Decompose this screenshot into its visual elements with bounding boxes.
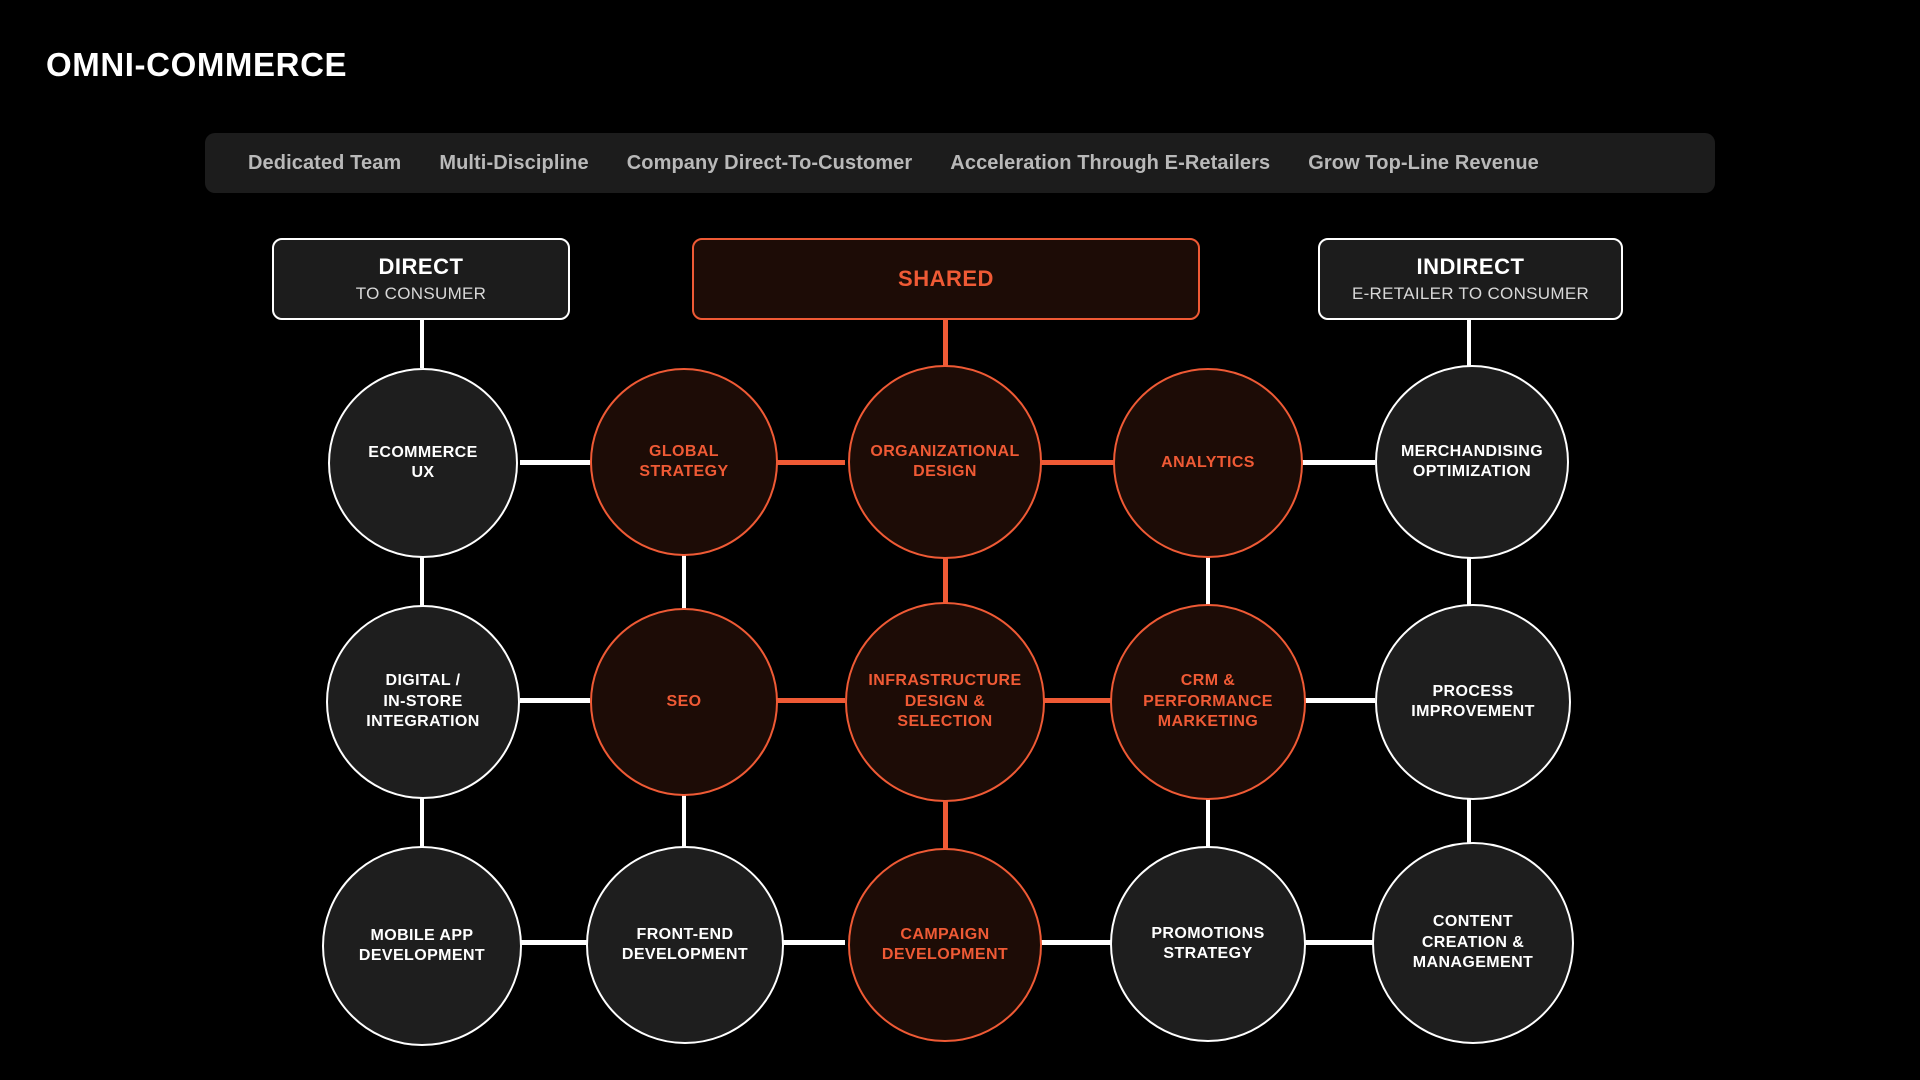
node-process-improvement[interactable]: PROCESS IMPROVEMENT xyxy=(1375,604,1571,800)
node-front-end-development-label: FRONT-END DEVELOPMENT xyxy=(621,925,749,963)
node-seo[interactable]: SEO xyxy=(590,608,778,796)
connector-digital-in-store-to-mobile-app xyxy=(420,790,424,856)
node-content-creation-management[interactable]: CONTENT CREATION & MANAGEMENT xyxy=(1372,842,1574,1044)
nav-item-grow-top-line-revenue[interactable]: Grow Top-Line Revenue xyxy=(1308,151,1539,174)
nav-item-dedicated-team[interactable]: Dedicated Team xyxy=(248,151,402,174)
nav-bar: Dedicated Team Multi-Discipline Company … xyxy=(205,133,1715,193)
connector-indirect-header-to-merchandising xyxy=(1467,320,1471,368)
node-analytics-label: ANALYTICS xyxy=(1161,453,1255,471)
connector-ecommerce-ux-to-digital-in-store xyxy=(420,553,424,613)
connector-promotions-to-content-creation xyxy=(1300,940,1375,945)
nav-item-company-direct-to-customer[interactable]: Company Direct-To-Customer xyxy=(626,151,913,174)
node-analytics[interactable]: ANALYTICS xyxy=(1113,368,1303,558)
header-direct-title: DIRECT xyxy=(378,254,464,279)
node-merchandising-optimization[interactable]: MERCHANDISING OPTIMIZATION xyxy=(1375,365,1569,559)
nav-item-multi-discipline[interactable]: Multi-Discipline xyxy=(439,151,589,174)
node-content-creation-management-label: CONTENT CREATION & MANAGEMENT xyxy=(1412,913,1534,972)
node-mobile-app-development-label: MOBILE APP DEVELOPMENT xyxy=(358,926,486,964)
connector-seo-to-front-end-development xyxy=(682,790,686,856)
connector-global-strategy-to-seo xyxy=(682,553,686,613)
page-title: OMNI-COMMERCE xyxy=(46,46,348,83)
node-ecommerce-ux-label: ECOMMERCE UX xyxy=(368,443,478,481)
connector-analytics-to-crm-performance-marketing xyxy=(1206,553,1210,613)
node-seo-label: SEO xyxy=(666,692,702,710)
connector-direct-header-to-ecommerce-ux xyxy=(420,320,424,368)
connector-infrastructure-to-crm xyxy=(1040,698,1115,703)
node-organizational-design-label: ORGANIZATIONAL DESIGN xyxy=(870,442,1020,480)
nav-item-acceleration-through-e-retailers[interactable]: Acceleration Through E-Retailers xyxy=(950,151,1271,174)
header-box-shared[interactable]: SHARED xyxy=(692,238,1200,320)
connector-mobile-app-to-front-end xyxy=(520,940,590,945)
node-organizational-design[interactable]: ORGANIZATIONAL DESIGN xyxy=(848,365,1042,559)
node-infrastructure-design-selection[interactable]: INFRASTRUCTURE DESIGN & SELECTION xyxy=(845,602,1045,802)
node-front-end-development[interactable]: FRONT-END DEVELOPMENT xyxy=(586,846,784,1044)
node-promotions-strategy[interactable]: PROMOTIONS STRATEGY xyxy=(1110,846,1306,1042)
node-global-strategy[interactable]: GLOBAL STRATEGY xyxy=(590,368,778,556)
header-box-direct[interactable]: DIRECT TO CONSUMER xyxy=(272,238,570,320)
node-mobile-app-development[interactable]: MOBILE APP DEVELOPMENT xyxy=(322,846,522,1046)
connector-organizational-design-to-infrastructure xyxy=(943,553,948,613)
connector-global-strategy-to-organizational-design xyxy=(775,460,845,465)
connector-organizational-design-to-analytics xyxy=(1040,460,1115,465)
header-shared-title: SHARED xyxy=(898,266,994,291)
connector-crm-to-process-improvement xyxy=(1300,698,1375,703)
connector-crm-to-promotions-strategy xyxy=(1206,790,1210,856)
node-digital-in-store-integration[interactable]: DIGITAL / IN-STORE INTEGRATION xyxy=(326,605,520,799)
node-merchandising-optimization-label: MERCHANDISING OPTIMIZATION xyxy=(1400,442,1544,480)
header-indirect-subtitle: E-RETAILER TO CONSUMER xyxy=(1351,284,1590,303)
node-promotions-strategy-label: PROMOTIONS STRATEGY xyxy=(1151,924,1265,962)
node-ecommerce-ux[interactable]: ECOMMERCE UX xyxy=(328,368,518,558)
node-process-improvement-label: PROCESS IMPROVEMENT xyxy=(1411,682,1535,720)
connector-analytics-to-merchandising-optimization xyxy=(1300,460,1375,465)
connector-ecommerce-ux-to-global-strategy xyxy=(520,460,590,465)
connector-seo-to-infrastructure xyxy=(775,698,845,703)
node-digital-in-store-integration-label: DIGITAL / IN-STORE INTEGRATION xyxy=(366,672,480,731)
node-campaign-development-label: CAMPAIGN DEVELOPMENT xyxy=(881,925,1009,963)
connector-digital-in-store-to-seo xyxy=(520,698,590,703)
header-box-indirect[interactable]: INDIRECT E-RETAILER TO CONSUMER xyxy=(1318,238,1623,320)
node-crm-performance-marketing[interactable]: CRM & PERFORMANCE MARKETING xyxy=(1110,604,1306,800)
node-infrastructure-design-selection-label: INFRASTRUCTURE DESIGN & SELECTION xyxy=(868,672,1022,731)
header-direct-subtitle: TO CONSUMER xyxy=(355,284,487,303)
node-campaign-development[interactable]: CAMPAIGN DEVELOPMENT xyxy=(848,848,1042,1042)
connector-shared-header-to-organizational-design xyxy=(943,320,948,368)
connector-front-end-to-campaign-development xyxy=(775,940,845,945)
node-global-strategy-label: GLOBAL STRATEGY xyxy=(639,442,729,480)
header-indirect-title: INDIRECT xyxy=(1416,254,1525,279)
connector-campaign-development-to-promotions xyxy=(1040,940,1115,945)
connector-process-improvement-to-content-creation xyxy=(1467,790,1471,856)
connector-merchandising-to-process-improvement xyxy=(1467,553,1471,613)
node-crm-performance-marketing-label: CRM & PERFORMANCE MARKETING xyxy=(1143,672,1273,731)
connector-infrastructure-to-campaign-development xyxy=(943,790,948,856)
